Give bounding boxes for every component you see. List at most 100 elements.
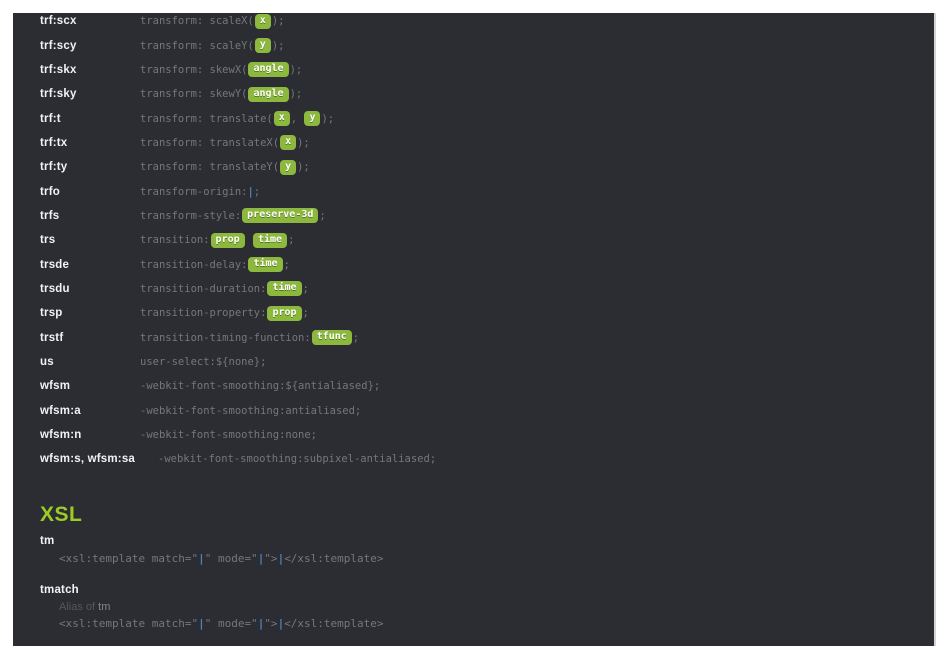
expansion-text: " mode=" xyxy=(204,551,258,565)
abbreviation-label: trsdu xyxy=(40,282,70,295)
cursor-pipe-icon: | xyxy=(257,616,265,630)
expansion-text: ); xyxy=(271,15,285,28)
abbreviation-row: wfsm:s, wfsm:sa -webkit-font-smoothing:su… xyxy=(40,447,914,471)
placeholder-pill: prop xyxy=(210,232,245,248)
expansion-text: ; xyxy=(302,307,309,320)
expansion-text: transform: skewY( xyxy=(140,88,248,101)
abbreviation-expansion: -webkit-font-smoothing:antialiased; xyxy=(140,405,361,417)
placeholder-pill: x xyxy=(254,13,271,29)
abbreviation-expansion: user-select:${none}; xyxy=(140,356,266,368)
abbreviation-expansion: transform: scaleX(x); xyxy=(140,13,285,29)
abbreviation-label: wfsm xyxy=(40,380,71,393)
abbreviation-row: trf:ty transform: translateY(y); xyxy=(40,155,914,179)
expansion-text: transform-origin: xyxy=(140,185,248,198)
alias-target-link[interactable]: tm xyxy=(98,600,111,613)
placeholder-pill: prop xyxy=(267,305,302,321)
abbreviation-label: trf:scy xyxy=(40,39,77,52)
abbreviation-row: trsde transition-delay:time; xyxy=(40,252,914,276)
expansion-text: ; xyxy=(283,258,290,271)
expansion-text: ); xyxy=(321,112,335,125)
abbreviation-expansion: transform: translate(x, y); xyxy=(140,111,335,127)
expansion-text: ; xyxy=(288,234,295,247)
abbreviation-label: wfsm:s, wfsm:sa xyxy=(40,453,136,466)
placeholder-pill: x xyxy=(273,111,290,127)
abbreviation-expansion: transform-origin:|; xyxy=(140,186,260,198)
abbreviation-label: trf:ty xyxy=(40,161,68,174)
abbreviation-expansion: transition:prop time; xyxy=(140,232,295,248)
expansion-text: transition-delay: xyxy=(140,258,248,271)
abbreviation-row: wfsm:a -webkit-font-smoothing:antialiased… xyxy=(40,399,914,423)
abbreviation-row: trf:t transform: translate(x, y); xyxy=(40,106,914,130)
expansion-text: ); xyxy=(271,39,285,52)
xsl-section-title: XSL xyxy=(40,502,83,526)
expansion-text: <xsl:template match=" xyxy=(59,616,199,630)
cursor-pipe-icon: | xyxy=(277,616,285,630)
abbreviation-label: trfo xyxy=(40,185,60,198)
expansion-text: ); xyxy=(289,88,303,101)
placeholder-pill: time xyxy=(248,257,283,273)
placeholder-pill: time xyxy=(267,281,302,297)
abbreviation-label: trs xyxy=(40,234,56,247)
expansion-text: -webkit-font-smoothing:${antialiased}; xyxy=(140,380,381,393)
expansion-text: transition-duration: xyxy=(140,282,267,295)
placeholder-pill: y xyxy=(280,159,297,175)
abbreviation-label: trfs xyxy=(40,209,60,222)
abbreviation-row: us user-select:${none}; xyxy=(40,350,914,374)
abbreviation-label: wfsm:a xyxy=(40,404,81,417)
expansion-text: transform: skewX( xyxy=(140,63,248,76)
cursor-pipe-icon: | xyxy=(277,551,285,565)
expansion-text: transition: xyxy=(140,234,210,247)
abbreviation-label: wfsm:n xyxy=(40,429,82,442)
expansion-text: "> xyxy=(264,616,278,630)
abbreviation-expansion: transition-duration:time; xyxy=(140,281,309,297)
expansion-text: ); xyxy=(297,161,310,174)
abbreviation-expansion: transition-property:prop; xyxy=(140,305,309,321)
expansion-text: ; xyxy=(319,209,326,222)
expansion-text: -webkit-font-smoothing:subpixel-antialia… xyxy=(158,453,437,466)
placeholder-pill: y xyxy=(304,111,321,127)
expansion-text: ); xyxy=(297,136,310,149)
cursor-pipe-icon: | xyxy=(198,551,205,565)
expansion-text: -webkit-font-smoothing:none; xyxy=(140,429,318,442)
expansion-text: </xsl:template> xyxy=(284,616,384,630)
cursor-pipe-icon: | xyxy=(198,616,205,630)
expansion-text: </xsl:template> xyxy=(284,551,384,565)
expansion-text: transform-style: xyxy=(140,209,242,222)
expansion-code: <xsl:template match="|" mode="|">|</xsl:… xyxy=(59,617,914,630)
abbreviation-row: wfsm:n -webkit-font-smoothing:none; xyxy=(40,423,914,447)
abbreviation-expansion: -webkit-font-smoothing:none; xyxy=(140,429,317,441)
abbreviation-expansion: transition-timing-function:tfunc; xyxy=(140,330,359,346)
abbreviation-row: trstf transition-timing-function:tfunc; xyxy=(40,325,914,349)
expansion-code: <xsl:template match="|" mode="|">|</xsl:… xyxy=(59,552,914,565)
expansion-text: " mode=" xyxy=(204,616,258,630)
expansion-text: transition-property: xyxy=(140,307,267,320)
abbreviation-row: trsdu transition-duration:time; xyxy=(40,277,914,301)
abbreviation-label: trf:sky xyxy=(40,88,77,101)
abbreviation-label: tmatch xyxy=(40,583,79,596)
abbreviation-label: trstf xyxy=(40,331,64,344)
abbreviation-label: us xyxy=(40,355,54,368)
abbreviation-expansion: -webkit-font-smoothing:${antialiased}; xyxy=(140,380,380,392)
abbreviation-label: trsde xyxy=(40,258,70,271)
abbreviation-expansion: transform: translateY(y); xyxy=(140,159,310,175)
expansion-text: , xyxy=(290,112,304,125)
cursor-pipe-icon: | xyxy=(247,185,254,198)
abbreviation-expansion: transition-delay:time; xyxy=(140,257,290,273)
cursor-pipe-icon: | xyxy=(257,551,265,565)
expansion-text: transform: translateY( xyxy=(140,161,280,174)
placeholder-pill: y xyxy=(254,38,271,54)
xsl-abbreviation-item: tm<xsl:template match="|" mode="|">|</xs… xyxy=(40,535,914,565)
placeholder-pill: x xyxy=(280,135,297,151)
expansion-text: -webkit-font-smoothing:antialiased; xyxy=(140,404,362,417)
abbreviation-label: trf:t xyxy=(40,112,61,125)
